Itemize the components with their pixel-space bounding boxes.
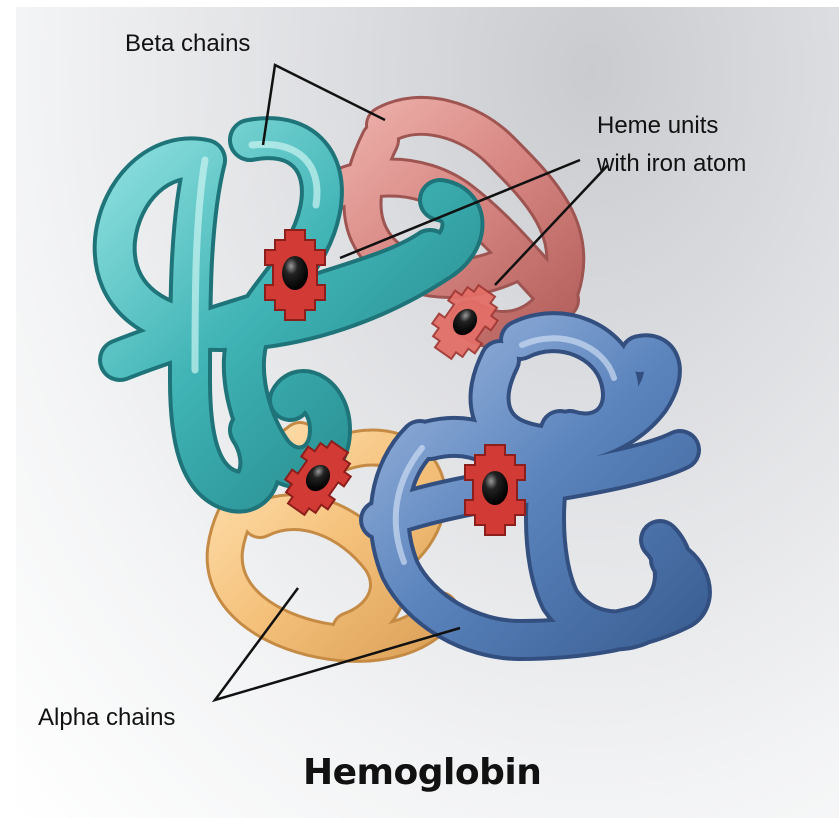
- beta-chains-label: Beta chains: [125, 28, 250, 60]
- alpha-chain-blue: [380, 332, 691, 640]
- heme-units-label-line1: Heme units: [597, 110, 718, 142]
- iron-atom-icon: [282, 256, 308, 290]
- heme-units-label-line2: with iron atom: [597, 148, 746, 180]
- heme-unit-4: [465, 445, 525, 535]
- alpha-chains-label: Alpha chains: [38, 702, 175, 734]
- figure-title: Hemoglobin: [303, 752, 541, 793]
- iron-atom-icon: [482, 471, 508, 505]
- heme-unit-1: [265, 230, 325, 320]
